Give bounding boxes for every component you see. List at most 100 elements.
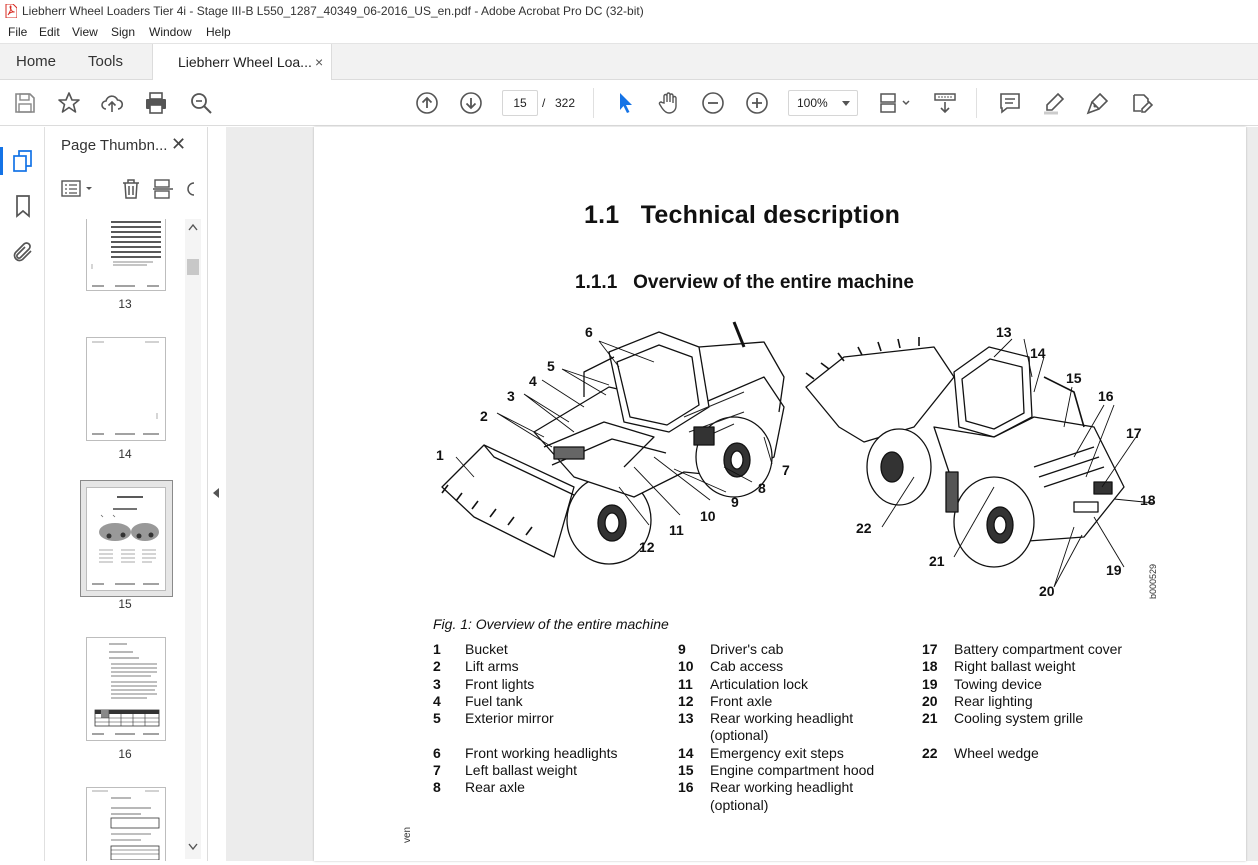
legend-number: 17 bbox=[922, 641, 938, 657]
window-title: Liebherr Wheel Loaders Tier 4i - Stage I… bbox=[22, 4, 644, 18]
legend-number: 15 bbox=[678, 762, 694, 779]
zoom-level-select[interactable]: 100% bbox=[788, 90, 858, 116]
legend-label: Front axle bbox=[710, 692, 773, 709]
attachment-icon[interactable] bbox=[11, 240, 35, 264]
tab-document[interactable]: Liebherr Wheel Loa... × bbox=[152, 44, 332, 81]
menu-window[interactable]: Window bbox=[149, 25, 192, 39]
tab-close-button[interactable]: × bbox=[315, 54, 324, 70]
page-number-input[interactable]: 15 bbox=[502, 90, 538, 116]
zoom-in-icon[interactable] bbox=[745, 91, 769, 115]
legend-number: 22 bbox=[922, 744, 938, 761]
collapse-arrow-icon bbox=[213, 488, 219, 498]
pdf-page: 1.1 Technical description 1.1.1 Overview… bbox=[314, 127, 1246, 861]
figure-callout: 7 bbox=[782, 462, 790, 478]
figure-callout: 3 bbox=[507, 388, 515, 404]
figure-callout: 21 bbox=[929, 553, 945, 569]
previous-page-icon[interactable] bbox=[415, 91, 439, 115]
figure-callout: 15 bbox=[1066, 370, 1082, 386]
scroll-down-icon[interactable] bbox=[188, 843, 198, 851]
legend-label: Rear axle bbox=[465, 779, 525, 796]
figure-callout: 12 bbox=[639, 539, 655, 555]
legend-number: 9 bbox=[678, 641, 686, 657]
legend-label: Battery compartment cover bbox=[954, 641, 1123, 657]
page-thumbnail[interactable] bbox=[86, 787, 166, 861]
legend-label: Right ballast weight bbox=[954, 658, 1076, 675]
toolbar-divider bbox=[593, 88, 594, 118]
thumbnail-page-number: 13 bbox=[118, 297, 132, 311]
hand-tool-icon[interactable] bbox=[657, 91, 681, 115]
title-bar: Liebherr Wheel Loaders Tier 4i - Stage I… bbox=[0, 0, 1258, 22]
subsection-heading: 1.1.1 Overview of the entire machine bbox=[575, 272, 914, 293]
page-thumbnail[interactable] bbox=[86, 637, 166, 741]
menu-sign[interactable]: Sign bbox=[111, 25, 136, 39]
save-icon[interactable] bbox=[13, 91, 37, 115]
legend-number: 5 bbox=[433, 710, 441, 727]
draw-sign-icon[interactable] bbox=[1086, 91, 1110, 115]
legend-number: 7 bbox=[433, 762, 441, 779]
legend-number: 16 bbox=[678, 779, 694, 796]
navigation-rail bbox=[0, 127, 45, 861]
legend-number: 12 bbox=[678, 692, 694, 709]
menu-help[interactable]: Help bbox=[206, 25, 231, 39]
tab-tools[interactable]: Tools bbox=[88, 53, 124, 70]
highlight-pen-icon[interactable] bbox=[1042, 91, 1066, 115]
page-total: 322 bbox=[555, 96, 576, 110]
legend-label: Lift arms bbox=[465, 658, 519, 675]
figure-callout: 2 bbox=[480, 408, 488, 424]
menu-file[interactable]: File bbox=[8, 25, 28, 39]
page-thumbnail[interactable] bbox=[86, 219, 166, 291]
legend-label: Rear working headlight bbox=[710, 779, 854, 796]
legend-label: Left ballast weight bbox=[465, 762, 578, 779]
thumbnail-scrollbar[interactable] bbox=[185, 219, 201, 859]
figure-callout: 16 bbox=[1098, 388, 1114, 404]
figure-callout: 5 bbox=[547, 358, 555, 374]
delete-page-icon[interactable] bbox=[120, 178, 142, 200]
page-thumbnails-icon[interactable] bbox=[11, 149, 35, 173]
legend-label: Rear lighting bbox=[954, 692, 1033, 709]
legend-number: 6 bbox=[433, 744, 441, 761]
legend-label: Articulation lock bbox=[710, 675, 809, 692]
acrobat-icon bbox=[5, 4, 17, 18]
comment-icon[interactable] bbox=[998, 91, 1022, 115]
thumbnail-page-number: 16 bbox=[118, 747, 132, 761]
figure-callout: 8 bbox=[758, 480, 766, 496]
legend-label: Emergency exit steps bbox=[710, 744, 844, 761]
thumbnail-page-number: 15 bbox=[118, 597, 132, 611]
scroll-mode-icon[interactable] bbox=[933, 91, 957, 115]
chevron-down-icon bbox=[842, 101, 850, 106]
scroll-up-icon[interactable] bbox=[188, 223, 198, 231]
scrollbar-thumb[interactable] bbox=[187, 259, 199, 275]
page-thumbnail[interactable] bbox=[86, 337, 166, 441]
panel-collapse-handle[interactable] bbox=[208, 127, 226, 861]
legend-label: Fuel tank bbox=[465, 692, 523, 709]
menu-edit[interactable]: Edit bbox=[39, 25, 60, 39]
extract-pages-icon[interactable] bbox=[152, 178, 174, 200]
legend-number: 13 bbox=[678, 710, 694, 727]
legend-label: Wheel wedge bbox=[954, 744, 1039, 761]
options-menu-icon[interactable] bbox=[61, 179, 95, 199]
legend-label: Exterior mirror bbox=[465, 710, 554, 727]
print-icon[interactable] bbox=[144, 91, 168, 115]
next-page-icon[interactable] bbox=[459, 91, 483, 115]
select-cursor-icon[interactable] bbox=[614, 91, 638, 115]
edit-document-icon[interactable] bbox=[1130, 91, 1154, 115]
tab-home[interactable]: Home bbox=[16, 53, 57, 70]
close-icon[interactable]: ✕ bbox=[171, 134, 187, 154]
zoom-level-value: 100% bbox=[797, 96, 828, 110]
legend-number: 18 bbox=[922, 658, 938, 675]
legend-number: 10 bbox=[678, 658, 694, 675]
document-viewport[interactable]: 1.1 Technical description 1.1.1 Overview… bbox=[226, 127, 1258, 861]
rotate-page-icon[interactable] bbox=[186, 178, 196, 200]
tab-bar: Home Tools Liebherr Wheel Loa... × bbox=[0, 43, 1258, 81]
legend-number: 3 bbox=[433, 675, 441, 692]
zoom-search-icon[interactable] bbox=[189, 91, 213, 115]
page-thumbnail-current[interactable] bbox=[86, 487, 166, 591]
zoom-out-icon[interactable] bbox=[701, 91, 725, 115]
menu-view[interactable]: View bbox=[72, 25, 98, 39]
bookmark-star-icon[interactable] bbox=[57, 91, 81, 115]
section-heading: 1.1 Technical description bbox=[584, 201, 901, 229]
fit-page-icon[interactable] bbox=[879, 91, 913, 115]
bookmark-icon[interactable] bbox=[11, 194, 35, 218]
upload-cloud-icon[interactable] bbox=[100, 91, 124, 115]
toolbar-divider bbox=[976, 88, 977, 118]
